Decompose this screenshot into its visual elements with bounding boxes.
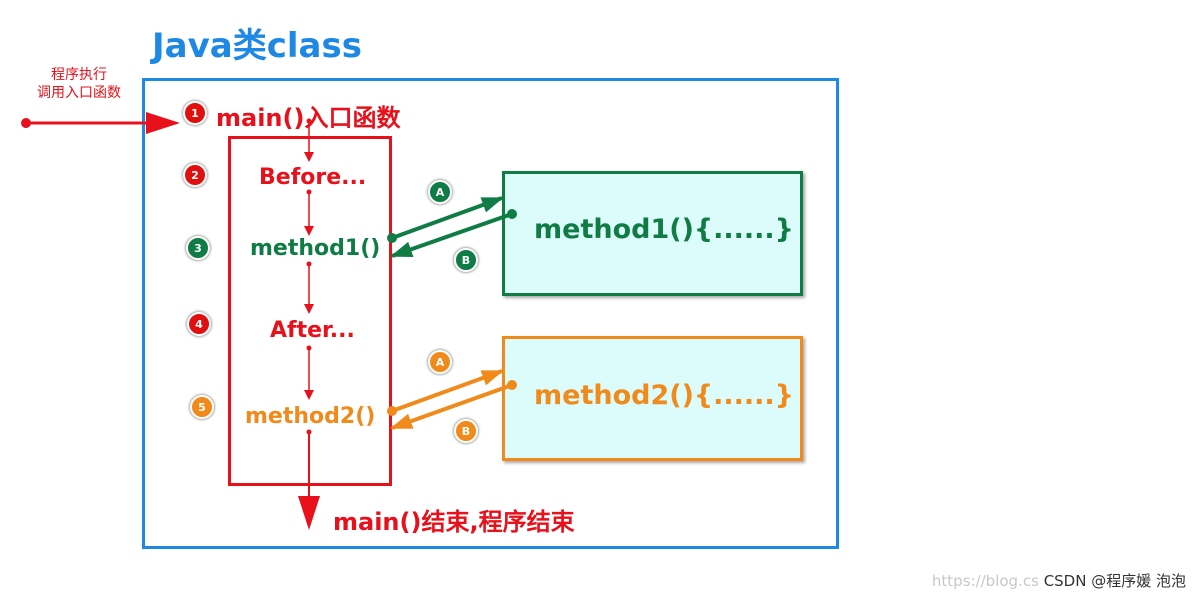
step-method1-call-label: method1() xyxy=(250,236,381,261)
method1-call-arrow xyxy=(391,196,504,240)
method1-arrow-a-badge: A xyxy=(428,180,452,204)
method2-arrow-a-badge: A xyxy=(428,350,452,374)
caller-label-line1: 程序执行 xyxy=(51,67,107,83)
method1-return-arrow xyxy=(390,212,513,258)
step-badge-4: 4 xyxy=(187,312,211,336)
step-badge-2: 2 xyxy=(183,163,207,187)
java-class-box xyxy=(142,78,839,549)
watermark-author: CSDN @程序媛 泡泡 xyxy=(1043,572,1186,590)
step-after-label: After... xyxy=(270,318,355,343)
method1-definition-label: method1(){......} xyxy=(534,214,794,245)
method2-definition-label: method2(){......} xyxy=(534,380,794,411)
method2-call-arrow xyxy=(391,369,504,413)
step-before-label: Before... xyxy=(259,165,367,190)
main-entry-label: main()入口函数 xyxy=(216,104,401,132)
diagram-title: Java类class xyxy=(152,26,362,66)
method2-arrow-b-badge: B xyxy=(454,419,478,443)
caller-label: 程序执行 调用入口函数 xyxy=(20,66,138,102)
caller-label-line2: 调用入口函数 xyxy=(37,85,121,101)
watermark-url: https://blog.cs xyxy=(931,572,1039,590)
step-badge-5: 5 xyxy=(190,395,214,419)
method2-return-arrow xyxy=(390,383,513,430)
method2-box xyxy=(502,336,803,461)
step-method2-call-label: method2() xyxy=(245,404,376,429)
watermark: https://blog.cs CSDN @程序媛 泡泡 xyxy=(932,570,1186,591)
method1-arrow-b-badge: B xyxy=(454,248,478,272)
step-badge-3: 3 xyxy=(186,236,210,260)
main-end-label: main()结束,程序结束 xyxy=(333,508,575,536)
step-badge-1: 1 xyxy=(183,101,207,125)
method1-box xyxy=(502,171,803,296)
caller-arrow-start-dot xyxy=(21,118,31,128)
